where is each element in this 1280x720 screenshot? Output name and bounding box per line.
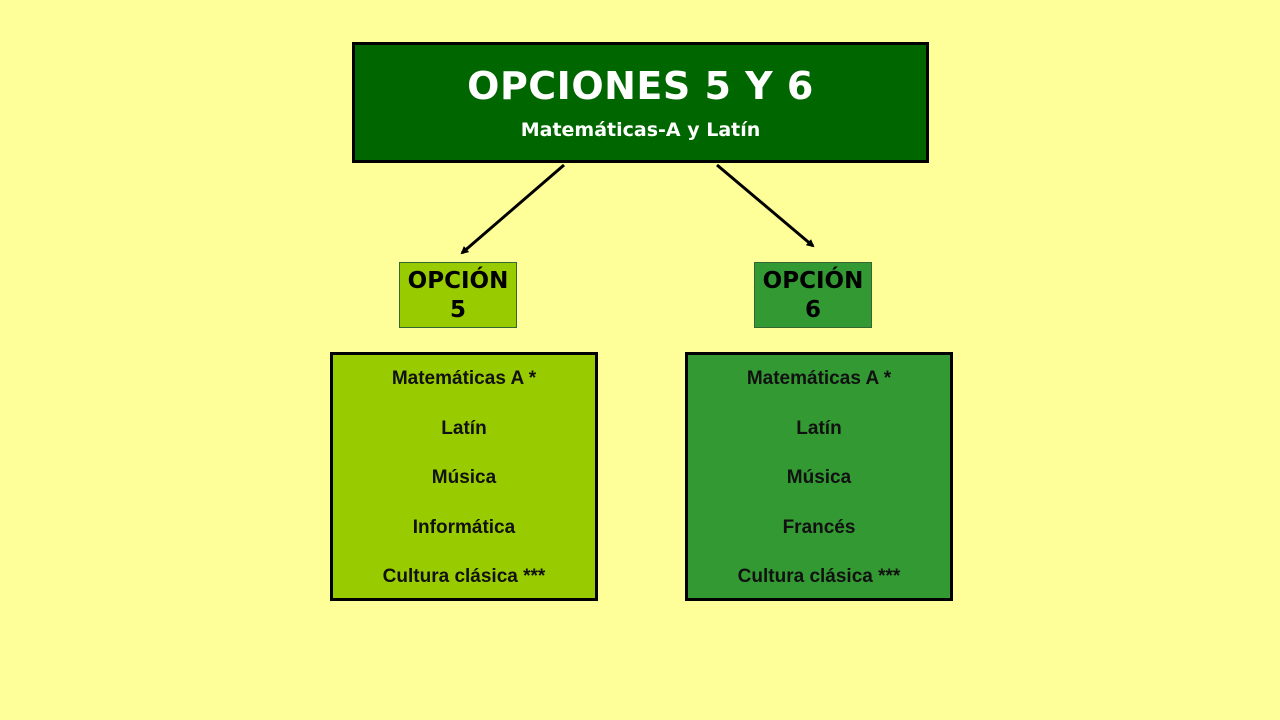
subject-item: Francés	[782, 516, 856, 538]
option-6-label: OPCIÓN 6	[754, 262, 872, 328]
diagram-subtitle: Matemáticas-A y Latín	[520, 119, 761, 141]
subject-item: Cultura clásica ***	[382, 566, 546, 587]
option-6-label-number: 6	[804, 297, 821, 323]
subject-item: Música	[431, 467, 497, 488]
arrow-to-option-5	[460, 163, 565, 255]
subject-item: Matemáticas A *	[391, 368, 537, 389]
option-5-subjects-box: Matemáticas A * Latín Música Informática…	[330, 352, 598, 601]
diagram-title: OPCIONES 5 Y 6	[467, 64, 814, 108]
option-6-subject-list: Matemáticas A * Latín Música Francés Cul…	[688, 355, 950, 615]
subject-item: Latín	[441, 417, 487, 439]
option-5-subject-list: Matemáticas A * Latín Música Informática…	[333, 355, 595, 615]
option-5-label-number: 5	[449, 297, 466, 323]
subject-item: Música	[786, 467, 852, 488]
option-5-label: OPCIÓN 5	[399, 262, 517, 328]
subject-item: Cultura clásica ***	[737, 566, 901, 587]
subject-item: Informática	[412, 516, 516, 538]
arrow-to-option-6	[716, 163, 815, 248]
subject-item: Latín	[796, 417, 842, 439]
option-6-label-word: OPCIÓN	[762, 268, 864, 294]
header-box: OPCIONES 5 Y 6 Matemáticas-A y Latín	[352, 42, 929, 163]
option-5-label-word: OPCIÓN	[407, 268, 509, 294]
subject-item: Matemáticas A *	[746, 368, 892, 389]
option-6-subjects-box: Matemáticas A * Latín Música Francés Cul…	[685, 352, 953, 601]
